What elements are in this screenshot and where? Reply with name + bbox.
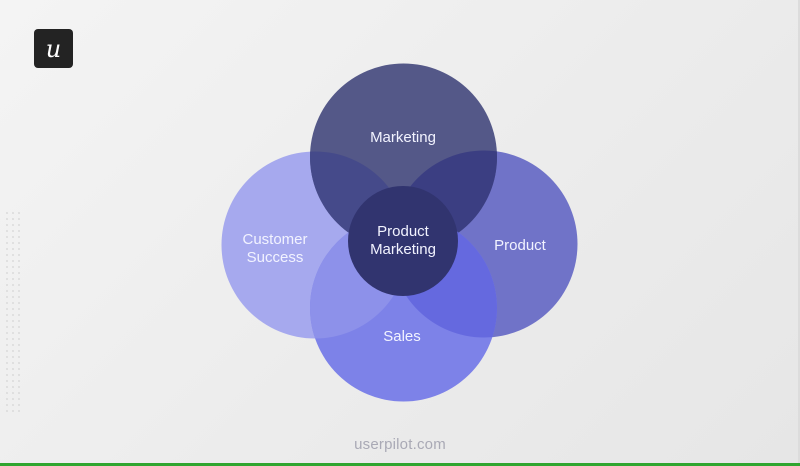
label-sales: Sales [383,328,421,345]
label-marketing: Marketing [370,129,436,146]
userpilot-logo-icon: u [34,29,73,68]
label-product: Product [494,237,547,254]
label-product-marketing-line1: Product [377,223,430,240]
label-product-marketing-line2: Marketing [370,241,436,258]
bottom-accent-line [0,463,800,466]
dot-pattern-decoration [4,210,22,415]
right-border [798,0,800,466]
label-customer-success-line2: Success [247,249,304,266]
circle-product-marketing [348,186,458,296]
logo-glyph: u [45,34,62,63]
footer-website: userpilot.com [354,436,446,453]
label-customer-success-line1: Customer [242,231,307,248]
